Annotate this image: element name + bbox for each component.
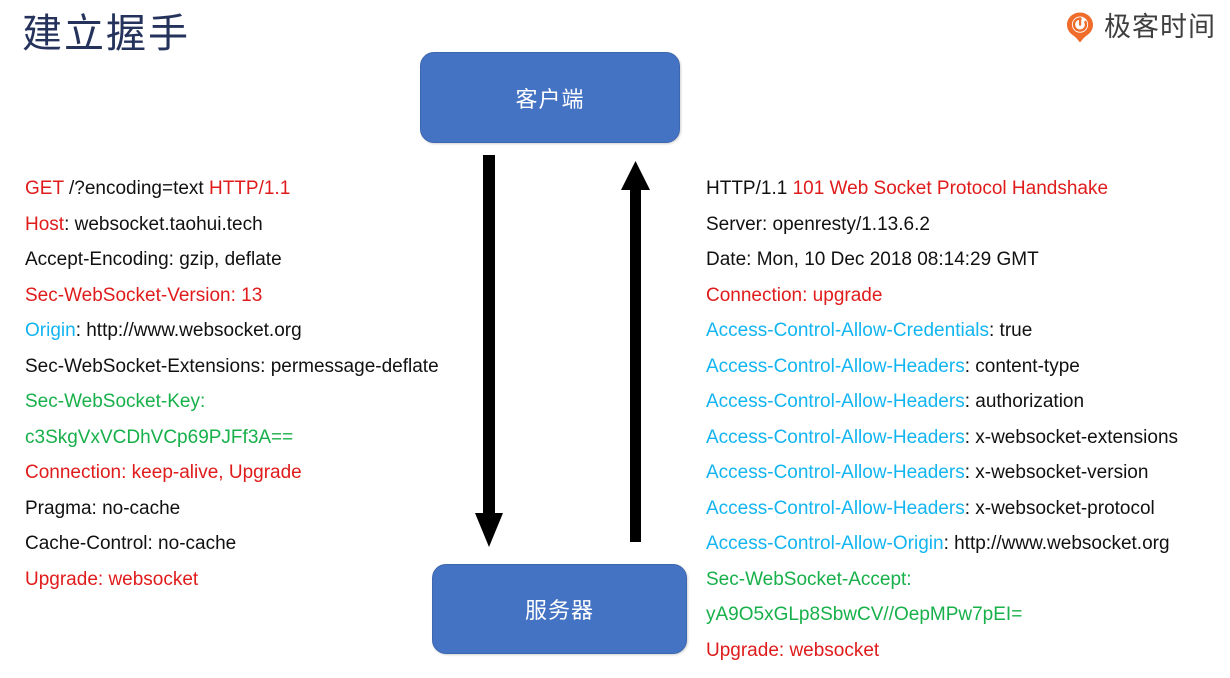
response-headers-block: HTTP/1.1 101 Web Socket Protocol Handsha… [706,174,1226,671]
response-segment: : http://www.websocket.org [943,533,1170,554]
response-segment: : content-type [964,355,1080,377]
request-segment: Upgrade: websocket [25,568,199,590]
response-line: Access-Control-Allow-Headers: content-ty… [706,352,1226,388]
response-segment: yA9O5xGLp8SbwCV//OepMPw7pEI= [706,604,1023,625]
request-line: Sec-WebSocket-Key: [25,387,480,423]
request-segment: Accept-Encoding: gzip, deflate [25,249,282,270]
request-segment: Host [25,213,65,235]
request-segment: Cache-Control: no-cache [25,533,237,554]
request-segment: Sec-WebSocket-Version: 13 [25,284,263,306]
request-segment: Sec-WebSocket-Extensions: permessage-def… [25,355,439,377]
response-segment: Connection: upgrade [706,284,883,306]
request-line: GET /?encoding=text HTTP/1.1 [25,174,480,210]
response-segment: Sec-WebSocket-Accept: [706,568,912,590]
request-segment: Sec-WebSocket-Key: [25,391,206,412]
geektime-circle-logo-icon [1064,11,1096,43]
response-line: Date: Mon, 10 Dec 2018 08:14:29 GMT [706,245,1226,281]
response-line: Access-Control-Allow-Headers: x-websocke… [706,423,1226,459]
response-segment: : x-websocket-protocol [964,497,1155,519]
response-line: Access-Control-Allow-Credentials: true [706,316,1226,352]
request-segment: HTTP/1.1 [208,178,291,199]
request-line: Connection: keep-alive, Upgrade [25,458,480,494]
response-segment: Server: openresty/1.13.6.2 [706,213,930,235]
request-line: Accept-Encoding: gzip, deflate [25,245,480,281]
request-arrow-icon [475,155,503,547]
client-node-box: 客户端 [420,52,680,143]
request-line: c3SkgVxVCDhVCp69PJFf3A== [25,423,480,459]
response-segment: Date: Mon, 10 Dec 2018 08:14:29 GMT [706,249,1039,270]
request-segment: /?encoding=text [69,178,209,199]
response-line: Sec-WebSocket-Accept: [706,565,1226,601]
response-segment: Access-Control-Allow-Headers [706,426,965,448]
request-segment: Pragma: no-cache [25,497,181,519]
request-line: Upgrade: websocket [25,565,480,601]
response-line: Access-Control-Allow-Headers: x-websocke… [706,458,1226,494]
request-line: Pragma: no-cache [25,494,480,530]
response-segment: Access-Control-Allow-Headers [706,497,965,519]
request-segment: c3SkgVxVCDhVCp69PJFf3A== [25,426,294,448]
response-segment: HTTP/1.1 [706,178,793,199]
request-segment: GET [25,178,69,199]
request-segment: Origin [25,320,76,341]
response-line: Upgrade: websocket [706,636,1226,672]
response-line: Connection: upgrade [706,281,1226,317]
response-segment: : x-websocket-extensions [964,426,1179,448]
request-segment: Connection: keep-alive, Upgrade [25,462,302,483]
response-arrow-icon [621,161,650,542]
response-line: Server: openresty/1.13.6.2 [706,210,1226,246]
response-line: yA9O5xGLp8SbwCV//OepMPw7pEI= [706,600,1226,636]
response-line: Access-Control-Allow-Headers: x-websocke… [706,494,1226,530]
response-segment: : true [988,320,1033,341]
request-segment: : http://www.websocket.org [75,320,302,341]
response-segment: : authorization [964,391,1085,412]
response-segment: Upgrade: websocket [706,639,880,661]
response-segment: Access-Control-Allow-Headers [706,391,965,412]
response-segment: 101 Web Socket Protocol Handshake [792,178,1109,199]
server-node-box: 服务器 [432,564,687,654]
response-line: Access-Control-Allow-Headers: authorizat… [706,387,1226,423]
response-segment: Access-Control-Allow-Headers [706,355,965,377]
server-node-label: 服务器 [524,598,594,623]
request-segment: : websocket.taohui.tech [64,213,263,235]
page-title: 建立握手 [22,12,190,56]
request-line: Cache-Control: no-cache [25,529,480,565]
client-node-label: 客户端 [515,86,585,112]
request-line: Host: websocket.taohui.tech [25,210,480,246]
response-segment: Access-Control-Allow-Credentials [706,320,989,341]
response-segment: Access-Control-Allow-Origin [706,533,944,554]
request-line: Origin: http://www.websocket.org [25,316,480,352]
response-line: Access-Control-Allow-Origin: http://www.… [706,529,1226,565]
request-line: Sec-WebSocket-Version: 13 [25,281,480,317]
response-line: HTTP/1.1 101 Web Socket Protocol Handsha… [706,174,1226,210]
brand-logo: 极客时间 [1064,11,1216,43]
response-segment: : x-websocket-version [964,462,1149,483]
brand-name: 极客时间 [1104,12,1216,42]
request-line: Sec-WebSocket-Extensions: permessage-def… [25,352,480,388]
response-segment: Access-Control-Allow-Headers [706,462,965,483]
